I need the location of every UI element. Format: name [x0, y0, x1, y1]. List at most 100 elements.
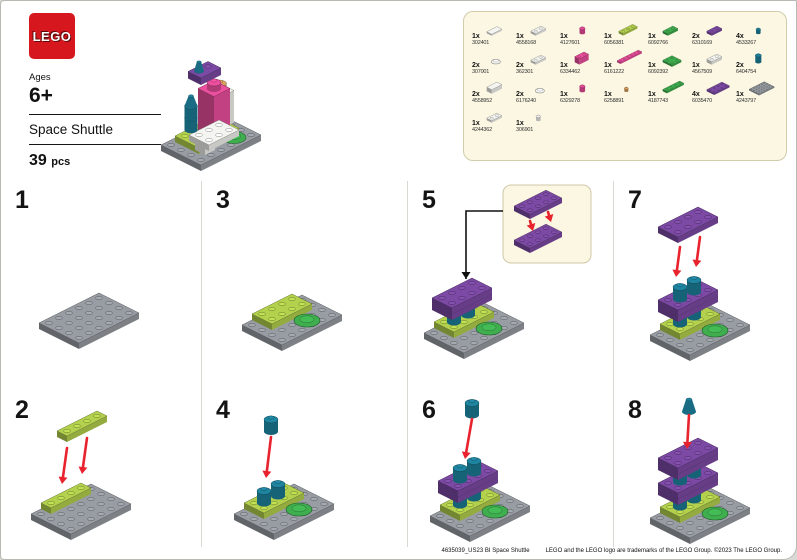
part-quantity: 1x — [560, 62, 568, 69]
part-quantity: 1x — [472, 33, 480, 40]
part-quantity: 4x — [736, 33, 744, 40]
part-number: 306901 — [516, 127, 534, 133]
part-number: 6258891 — [604, 98, 625, 104]
part-number: 4187743 — [648, 98, 669, 104]
part-number: 362301 — [516, 69, 534, 75]
part-number: 6329278 — [560, 98, 581, 104]
step-8-panel: 8 — [614, 364, 796, 547]
steps-column-2: 3 4 — [201, 181, 407, 547]
step-8-diagram — [649, 397, 751, 544]
step-2-panel: 2 — [1, 364, 201, 547]
part-icon-bracket — [706, 53, 723, 65]
part-icon-plate-2x1 — [486, 112, 503, 123]
step-4-panel: 4 — [202, 364, 407, 547]
part-quantity: 2x — [516, 91, 524, 98]
steps-column-1: 1 2 — [1, 181, 201, 547]
ages-value: 6+ — [29, 84, 53, 107]
part-icon-barrel — [754, 53, 762, 64]
part-icon-plate-4x2 — [706, 81, 730, 96]
steps-grid: 1 2 3 4 5 6 — [1, 181, 796, 547]
part-icon-plate-3x1 — [618, 24, 638, 36]
step-number: 8 — [628, 396, 642, 424]
part-icon-plate-2x2 — [662, 55, 682, 67]
part-quantity: 1x — [472, 120, 480, 127]
part-icon-brick-2x1 — [574, 51, 589, 65]
part-number: 302401 — [472, 40, 490, 46]
part-number: 4533267 — [736, 40, 757, 46]
footer-legal-text: LEGO and the LEGO logo are trademarks of… — [545, 548, 782, 554]
part-quantity: 1x — [604, 62, 612, 69]
part-number: 6092766 — [648, 40, 669, 46]
part-number: 6310169 — [692, 40, 713, 46]
part-number: 4127601 — [560, 40, 581, 46]
finished-model-image — [160, 60, 262, 171]
part-icon-plate-2x1 — [662, 25, 679, 36]
step-6-panel: 6 — [408, 364, 613, 547]
footer-document-id: 4635039_US23 BI Space Shuttle — [441, 548, 530, 554]
step-5-diagram — [423, 184, 592, 359]
piece-count: 39 pcs — [29, 152, 163, 170]
part-quantity: 1x — [736, 91, 744, 98]
part-icon-plate-6x4 — [748, 81, 775, 96]
part-number: 6334462 — [560, 69, 581, 75]
step-6-diagram — [429, 399, 531, 542]
step-5-panel: 5 — [408, 181, 613, 364]
step-number: 6 — [422, 396, 436, 424]
part-number: 6176240 — [516, 98, 537, 104]
part-quantity: 1x — [516, 33, 524, 40]
ages-label: Ages — [29, 72, 51, 83]
step-number: 5 — [422, 186, 436, 214]
piece-count-value: 39 — [29, 152, 47, 169]
part-number: 6035470 — [692, 98, 713, 104]
part-quantity: 1x — [648, 62, 656, 69]
part-number: 4558952 — [472, 98, 493, 104]
part-icon-round-1x1 — [579, 84, 586, 93]
part-icon-dish — [490, 59, 501, 65]
part-quantity: 2x — [472, 62, 480, 69]
piece-count-unit: pcs — [51, 156, 71, 168]
part-quantity: 1x — [560, 33, 568, 40]
part-quantity: 2x — [736, 62, 744, 69]
step-7-panel: 7 — [614, 181, 796, 364]
part-quantity: 1x — [516, 120, 524, 127]
part-icon-plate-2x1 — [530, 25, 547, 36]
part-quantity: 4x — [692, 91, 700, 98]
divider-line — [29, 144, 161, 145]
part-number: 4567509 — [692, 69, 713, 75]
step-1-panel: 1 — [1, 181, 201, 364]
part-quantity: 1x — [692, 62, 700, 69]
part-icon-round-1x1 — [579, 26, 586, 35]
step-number: 2 — [15, 396, 29, 424]
part-icon-round-small — [535, 114, 541, 122]
part-number: 4244362 — [472, 127, 493, 133]
set-title: Space Shuttle — [29, 122, 114, 137]
part-number: 307001 — [472, 69, 490, 75]
footer: 4635039_US23 BI Space Shuttle LEGO and t… — [441, 548, 782, 554]
step-3-diagram — [241, 293, 343, 351]
part-icon-plate-2x1 — [530, 54, 547, 65]
part-quantity: 1x — [604, 33, 612, 40]
part-number: 6056381 — [604, 40, 625, 46]
part-quantity: 1x — [560, 91, 568, 98]
part-icon-plate-2x1 — [706, 25, 723, 36]
part-icon-dish — [534, 88, 545, 94]
step-4-diagram — [233, 415, 335, 540]
lego-logo: LEGO — [29, 13, 75, 59]
step-2-diagram — [30, 410, 132, 540]
